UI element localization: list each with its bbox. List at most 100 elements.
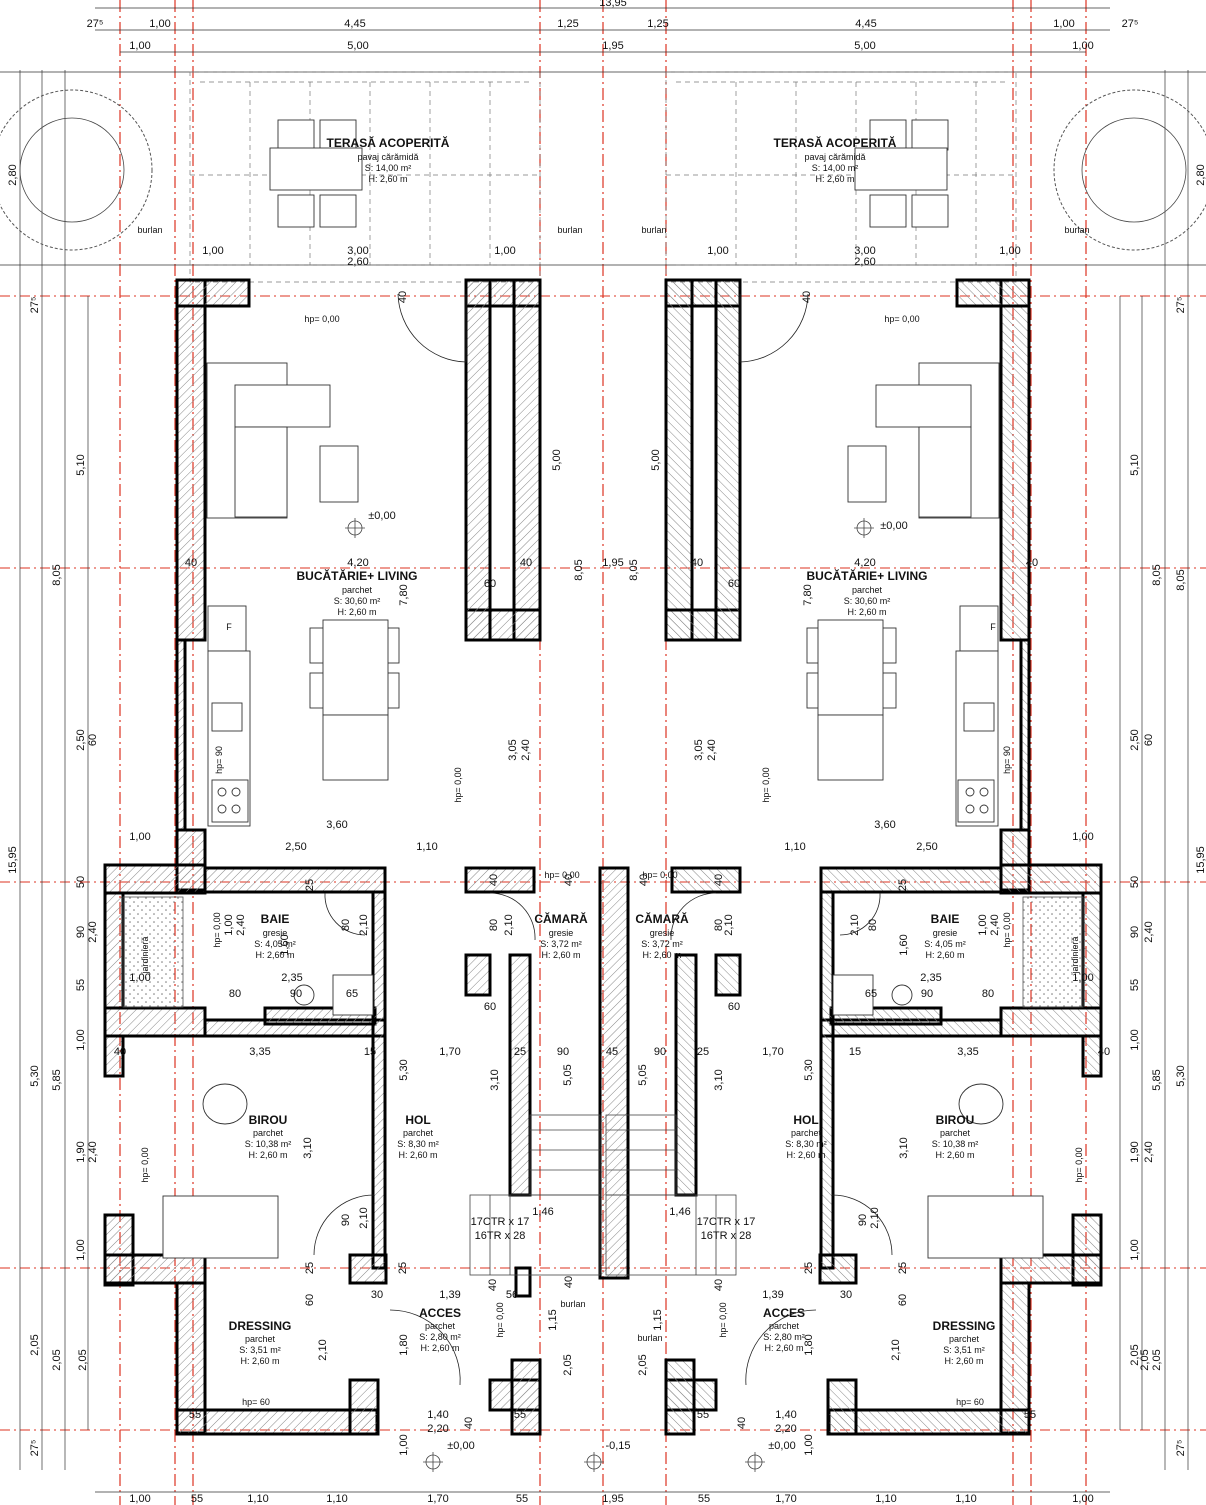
dim-left-510: 5,10	[75, 454, 87, 475]
dim-left-1595: 15,95	[7, 846, 19, 874]
hp-label: hp= 90	[1002, 746, 1012, 774]
dim-left-100a: 1,00	[75, 1029, 87, 1050]
burlan-label: burlan	[560, 1299, 585, 1309]
burlan-label: burlan	[641, 225, 666, 235]
dim-right-205a: 2,05	[1129, 1344, 1141, 1365]
room-access-right: ACCES parchet S: 2,80 m² H: 2,60 m	[763, 1306, 805, 1353]
dim-top-5: 1,25	[647, 18, 668, 30]
dim-left-240b: 2,40	[87, 1141, 99, 1162]
room-finish: parchet	[403, 1128, 434, 1138]
dim: 40	[1098, 1046, 1110, 1058]
room-hall-right: HOL parchet S: 8,30 m² H: 2,60 m	[785, 1113, 827, 1160]
burlan-label: burlan	[1064, 225, 1089, 235]
dim: 2,40	[706, 739, 718, 760]
dim: 8,05	[573, 559, 585, 580]
room-finish: parchet	[342, 585, 373, 595]
hp-label: hp= 0,00	[544, 870, 579, 880]
room-height: H: 2,60 m	[541, 950, 580, 960]
room-area: S: 3,72 m²	[540, 939, 582, 949]
dim-right-510: 5,10	[1129, 454, 1141, 475]
dim: 80	[713, 919, 725, 931]
room-height: H: 2,60 m	[248, 1150, 287, 1160]
room-finish: pavaj cărămidă	[804, 152, 865, 162]
dim: 2,10	[723, 914, 735, 935]
dim: 80	[982, 988, 994, 1000]
dim: 25	[304, 879, 316, 891]
room-area: S: 14,00 m²	[812, 163, 859, 173]
inner-dimensions: 1,00 3,00 2,60 1,00 1,00 3,00 2,60 1,00 …	[77, 245, 1151, 1456]
dim: 3,10	[713, 1069, 725, 1090]
dim: 2,10	[358, 914, 370, 935]
dim: 4,20	[347, 557, 368, 569]
dim: 90	[921, 988, 933, 1000]
dim-left-275b: 27⁵	[29, 1440, 41, 1457]
dim-right-60: 60	[1143, 734, 1155, 746]
dim: 2,35	[920, 972, 941, 984]
annotations: burlan burlan burlan burlan burlan burla…	[137, 225, 1089, 1452]
dim: 5,30	[803, 1059, 815, 1080]
room-labels-left: TERASĂ ACOPERITĂ pavaj cărămidă S: 14,00…	[229, 135, 588, 1366]
dim: 25	[697, 1046, 709, 1058]
dim-top-7: 1,00	[1053, 18, 1074, 30]
dim: 25	[897, 1262, 909, 1274]
dim-left-100b: 1,00	[75, 1239, 87, 1260]
dim: 40	[397, 291, 409, 303]
room-name: CĂMARĂ	[534, 911, 588, 926]
dim: 45	[606, 1046, 618, 1058]
terrace-right	[665, 71, 1017, 283]
level-label: ±0,00	[447, 1440, 474, 1452]
room-name: BIROU	[249, 1113, 288, 1127]
dim-right-530: 5,30	[1175, 1065, 1187, 1086]
dim: 1,39	[762, 1289, 783, 1301]
room-labels-right: TERASĂ ACOPERITĂ pavaj cărămidă S: 14,00…	[635, 135, 995, 1366]
dim: 3,00	[854, 245, 875, 257]
dim-left-55: 55	[75, 979, 87, 991]
room-area: S: 8,30 m²	[397, 1139, 439, 1149]
dim: 1,70	[762, 1046, 783, 1058]
hp-label: hp= 60	[242, 1397, 270, 1407]
dim: 25	[897, 879, 909, 891]
room-height: H: 2,60 m	[368, 174, 407, 184]
dim: 2,05	[562, 1354, 574, 1375]
dim-right-100a: 1,00	[1129, 1029, 1141, 1050]
dim-top-2: 1,00	[149, 18, 170, 30]
dim-right-240b: 2,40	[1143, 1141, 1155, 1162]
room-name: ACCES	[763, 1306, 805, 1320]
dim: 40	[691, 557, 703, 569]
room-dressing-right: DRESSING parchet S: 3,51 m² H: 2,60 m	[933, 1319, 996, 1366]
hp-label: hp= 0,00	[304, 314, 339, 324]
dim-bot-5: 1,70	[427, 1493, 448, 1505]
dim: 80	[229, 988, 241, 1000]
level-label: ±0,00	[880, 520, 907, 532]
room-office-left: BIROU parchet S: 10,38 m² H: 2,60 m	[245, 1113, 292, 1160]
dim: 1,00	[1072, 831, 1093, 843]
dim-right-275a: 27⁵	[1175, 297, 1187, 314]
room-area: S: 2,80 m²	[763, 1332, 805, 1342]
dim: 3,35	[249, 1046, 270, 1058]
room-height: H: 2,60 m	[764, 1343, 803, 1353]
room-area: S: 14,00 m²	[365, 163, 412, 173]
dim: 1,00	[999, 245, 1020, 257]
dim: 1,60	[279, 934, 291, 955]
dim: 3,05	[693, 739, 705, 760]
dim: 1,00	[1072, 972, 1093, 984]
hp-label: hp= 0,00	[1002, 912, 1012, 947]
hp-label: hp= 60	[956, 1397, 984, 1407]
dim-left-205a: 2,05	[29, 1334, 41, 1355]
dim-left-240a: 2,40	[87, 921, 99, 942]
dim: 2,05	[637, 1354, 649, 1375]
doors-stairs	[313, 293, 893, 1472]
room-living-left: BUCĂTĂRIE+ LIVING parchet S: 30,60 m² H:…	[296, 568, 417, 617]
room-area: S: 30,60 m²	[844, 596, 891, 606]
room-name: TERASĂ ACOPERITĂ	[327, 135, 450, 150]
dim: 1,10	[784, 841, 805, 853]
dim-right-55: 55	[1129, 979, 1141, 991]
dim: 3,10	[489, 1069, 501, 1090]
dim: 80	[867, 919, 879, 931]
room-height: H: 2,60 m	[240, 1356, 279, 1366]
room-finish: gresie	[933, 928, 958, 938]
dim-right-250: 2,50	[1129, 729, 1141, 750]
dim: 3,60	[326, 819, 347, 831]
dim: 2,60	[854, 256, 875, 268]
dim: 1,80	[803, 1334, 815, 1355]
